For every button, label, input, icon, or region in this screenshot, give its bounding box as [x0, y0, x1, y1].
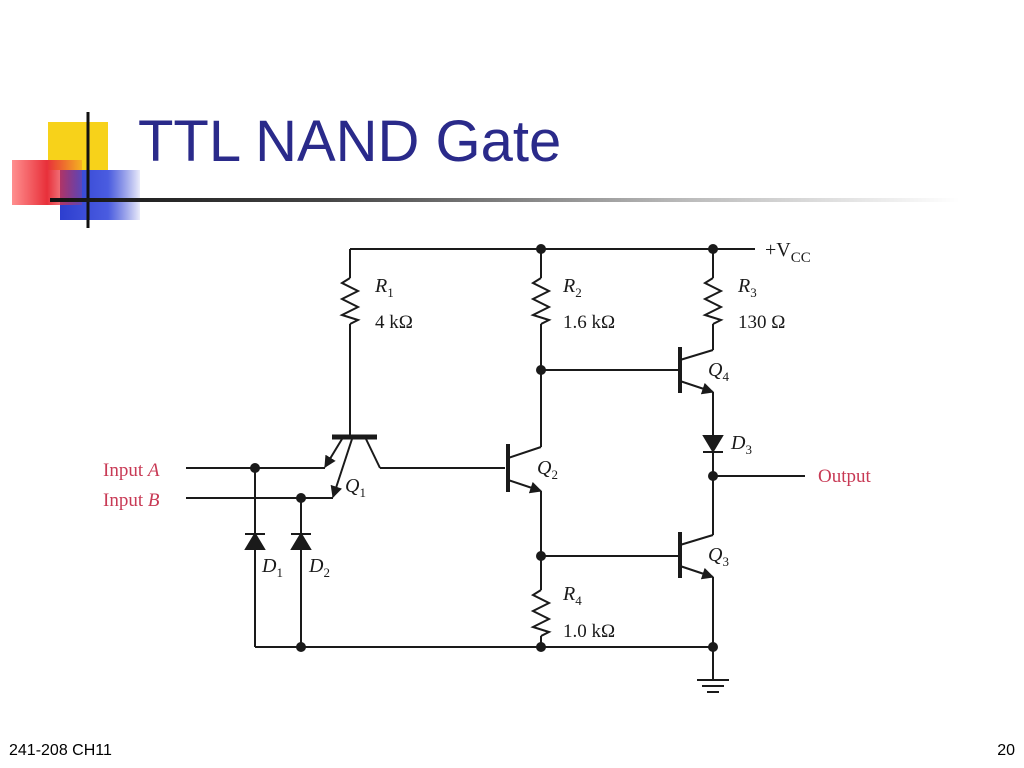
input-b-label: Input B — [103, 490, 160, 511]
title-underline — [50, 198, 960, 202]
slide-title: TTL NAND Gate — [138, 109, 562, 174]
input-a-label: Input A — [103, 460, 160, 481]
r2-name: R2 — [562, 275, 582, 300]
resistor-r4 — [530, 589, 552, 647]
q1-label: Q1 — [345, 475, 366, 500]
resistor-r2 — [530, 249, 552, 447]
q3-label: Q3 — [708, 544, 729, 569]
ground-symbol — [697, 679, 729, 693]
page-number: 20 — [997, 742, 1015, 759]
d3-label: D3 — [730, 432, 752, 457]
q4-label: Q4 — [708, 359, 729, 384]
d2-label: D2 — [308, 555, 330, 580]
r4-value: 1.0 kΩ — [563, 621, 615, 642]
r3-value: 130 Ω — [738, 312, 785, 333]
r4-name: R4 — [562, 583, 582, 608]
diode-d1 — [244, 468, 266, 647]
resistor-r3 — [702, 249, 724, 350]
transistor-q3 — [678, 532, 715, 680]
d1-label: D1 — [261, 555, 283, 580]
diode-d3 — [702, 435, 724, 535]
diode-d2 — [290, 498, 312, 647]
output-label: Output — [818, 466, 872, 487]
transistor-q4 — [678, 347, 715, 436]
transistor-q2 — [506, 444, 543, 590]
r1-name: R1 — [374, 275, 394, 300]
r3-name: R3 — [737, 275, 757, 300]
footer-course-code: 241-208 CH11 — [9, 742, 112, 759]
resistor-r1 — [339, 249, 361, 437]
vcc-label: +VCC — [765, 239, 811, 266]
q2-label: Q2 — [537, 457, 558, 482]
r2-value: 1.6 kΩ — [563, 312, 615, 333]
r1-value: 4 kΩ — [375, 312, 413, 333]
logo-red-square — [12, 160, 82, 205]
junction-dots — [250, 244, 718, 652]
